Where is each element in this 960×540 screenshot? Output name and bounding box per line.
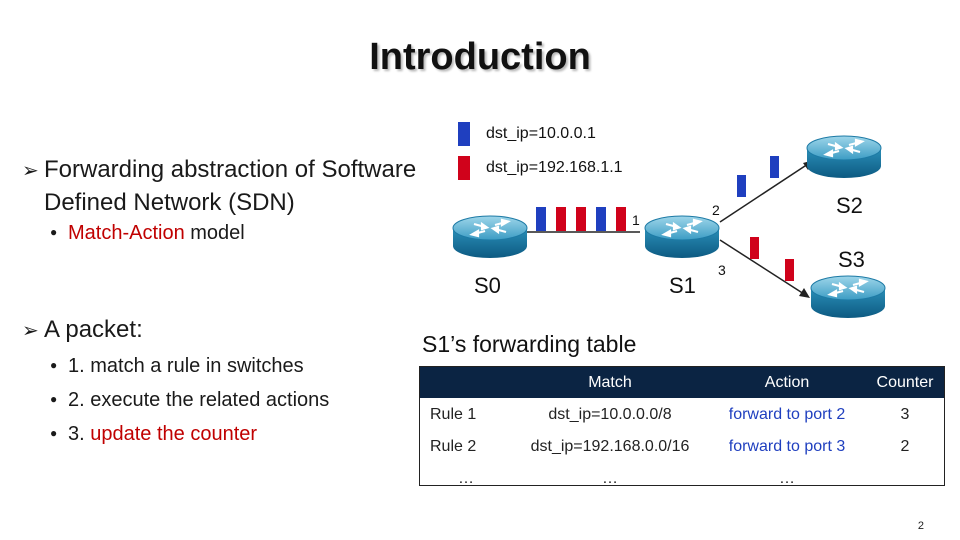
arrow-bullet-icon: ➢ <box>22 160 39 182</box>
header-cell: Action <box>708 367 866 399</box>
packet-icon <box>785 259 794 281</box>
action-cell: forward to port 3 <box>708 430 866 463</box>
match-action-rest: model <box>184 222 245 244</box>
packet-icon <box>770 156 779 178</box>
table-row: Rule 1 dst_ip=10.0.0.0/8 forward to port… <box>420 398 944 431</box>
dot-bullet-icon: ● <box>50 392 58 406</box>
packet-icon <box>737 175 746 197</box>
link-s1-s3 <box>719 239 805 295</box>
header-cell <box>420 367 512 399</box>
node-label-s2: S2 <box>836 193 863 218</box>
port-label-3: 3 <box>718 262 726 278</box>
table-row: … … … <box>420 462 944 494</box>
match-cell: … <box>512 462 708 494</box>
router-s2-icon <box>805 134 883 180</box>
match-action-highlight: Match-Action <box>68 222 185 244</box>
step-item: ●2. execute the related actions <box>50 383 329 417</box>
arrowhead-s3 <box>799 288 810 298</box>
header-cell: Counter <box>866 367 944 399</box>
header-cell: Match <box>512 367 708 399</box>
legend-red-label: dst_ip=192.168.1.1 <box>486 159 623 176</box>
page-number: 2 <box>917 520 924 532</box>
port-label-1: 1 <box>632 212 640 228</box>
link-s1-s2 <box>719 163 809 223</box>
rule-cell: Rule 1 <box>420 398 512 431</box>
bullet-sdn-line1: Forwarding abstraction of Software <box>44 156 417 183</box>
port-label-2: 2 <box>712 202 720 218</box>
legend-blue-label: dst_ip=10.0.0.1 <box>486 125 596 142</box>
packet-icon <box>596 207 606 231</box>
legend-red-packet-icon <box>458 156 470 180</box>
arrow-bullet-icon: ➢ <box>22 320 39 342</box>
step-item: ●3. update the counter <box>50 417 329 451</box>
forwarding-table: Match Action Counter Rule 1 dst_ip=10.0.… <box>419 366 945 494</box>
packet-icon <box>556 207 566 231</box>
counter-cell: 3 <box>866 398 944 431</box>
table-row: Rule 2 dst_ip=192.168.0.0/16 forward to … <box>420 430 944 463</box>
table-caption: S1’s forwarding table <box>422 331 637 357</box>
bullet-sdn: ➢Forwarding abstraction of Software Defi… <box>22 154 416 218</box>
counter-cell: 2 <box>866 430 944 463</box>
packet-icon <box>576 207 586 231</box>
dot-bullet-icon: ● <box>50 225 58 239</box>
router-s3-icon <box>809 274 887 320</box>
packet-icon <box>750 237 759 259</box>
match-cell: dst_ip=192.168.0.0/16 <box>512 430 708 463</box>
step-item: ●1. match a rule in switches <box>50 349 329 383</box>
router-s0-icon <box>451 214 529 260</box>
rule-cell: … <box>420 462 512 494</box>
rule-cell: Rule 2 <box>420 430 512 463</box>
action-cell: … <box>708 462 866 494</box>
counter-cell <box>866 462 944 494</box>
bullet-packet: ➢A packet: <box>22 314 143 347</box>
dot-bullet-icon: ● <box>50 426 58 440</box>
match-cell: dst_ip=10.0.0.0/8 <box>512 398 708 431</box>
bullet-match-action: ● Match-Action model <box>50 222 245 245</box>
dot-bullet-icon: ● <box>50 358 58 372</box>
bullet-sdn-line2: Defined Network (SDN) <box>44 189 295 216</box>
packet-steps: ●1. match a rule in switches ●2. execute… <box>50 349 329 451</box>
packet-icon <box>536 207 546 231</box>
table-header-row: Match Action Counter <box>420 367 944 399</box>
node-label-s0: S0 <box>474 273 501 298</box>
node-label-s1: S1 <box>669 273 696 298</box>
slide-title: Introduction <box>369 36 591 78</box>
action-cell: forward to port 2 <box>708 398 866 431</box>
packet-icon <box>616 207 626 231</box>
update-counter-highlight: update the counter <box>90 423 258 445</box>
router-s1-icon <box>643 214 721 260</box>
node-label-s3: S3 <box>838 247 865 272</box>
legend-blue-packet-icon <box>458 122 470 146</box>
bullet-packet-text: A packet: <box>44 316 143 343</box>
